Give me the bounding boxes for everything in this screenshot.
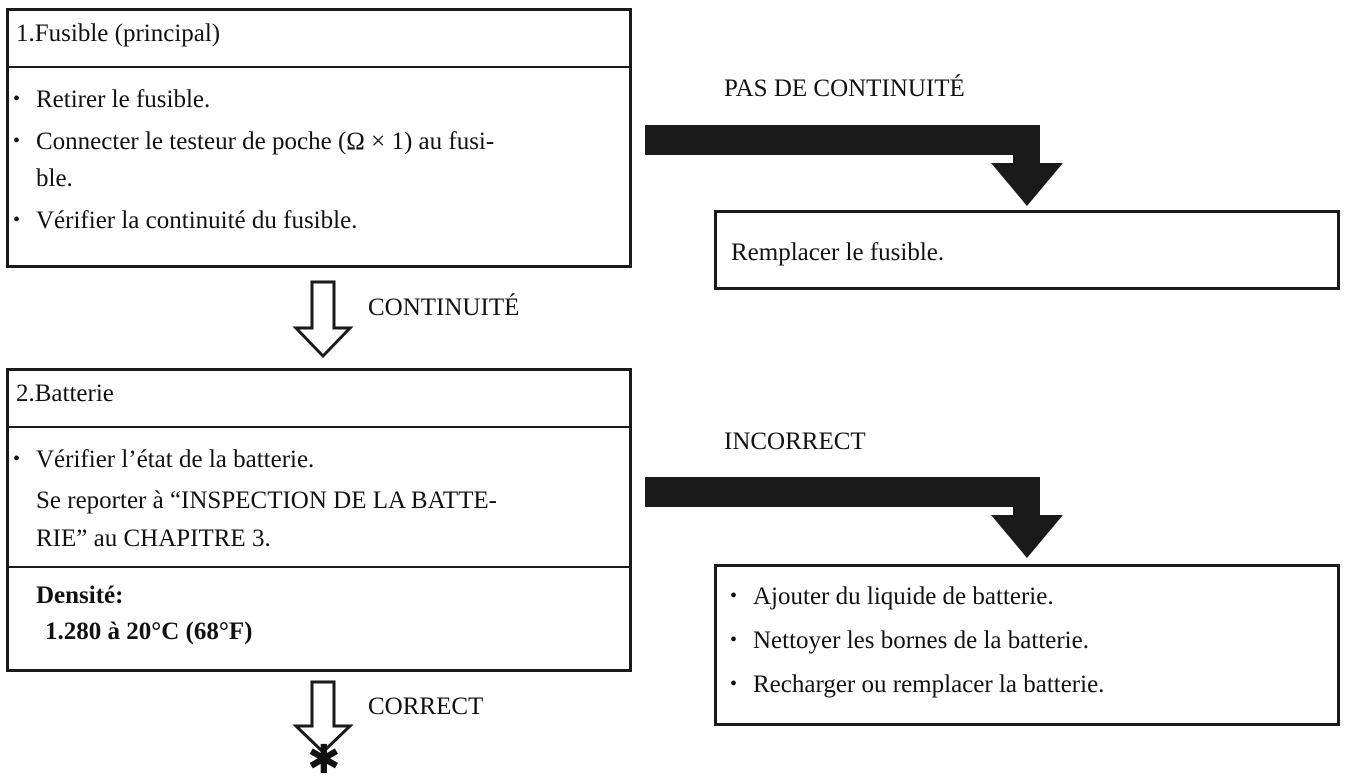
incorrect-arrow-shape: [645, 477, 1063, 558]
battery-action-item: Recharger ou remplacer la batterie.: [730, 671, 1104, 699]
step1-item: Connecter le testeur de poche (Ω × 1) au…: [13, 128, 494, 156]
step2-title: 2.Batterie: [16, 380, 114, 407]
no-continuity-label: PAS DE CONTINUITÉ: [724, 75, 965, 102]
density-label: Densité:: [36, 582, 124, 609]
step2-divider: [9, 426, 629, 428]
step2-box: 2.Batterie Vérifier l’état de la batteri…: [6, 368, 632, 672]
continuity-label: CONTINUITÉ: [368, 294, 520, 321]
step1-item: Vérifier la continuité du fusible.: [13, 207, 357, 235]
replace-fuse-text: Remplacer le fusible.: [731, 239, 945, 266]
no-continuity-arrow: [645, 125, 1063, 206]
step2-item-continued: RIE” au CHAPITRE 3.: [36, 525, 271, 552]
no-continuity-arrow-shape: [645, 125, 1063, 206]
step2-item: Vérifier l’état de la batterie.: [13, 446, 314, 474]
step1-item: Retirer le fusible.: [13, 86, 210, 114]
battery-action-item: Ajouter du liquide de batterie.: [730, 583, 1054, 611]
density-value: 1.280 à 20°C (68°F): [45, 618, 253, 645]
incorrect-arrow: [645, 477, 1063, 558]
correct-arrow-shape: [292, 680, 354, 755]
correct-arrow: [292, 680, 354, 755]
correct-label: CORRECT: [368, 693, 484, 720]
continuity-arrow: [292, 280, 354, 359]
incorrect-label: INCORRECT: [724, 428, 866, 455]
replace-fuse-box: Remplacer le fusible.: [714, 210, 1340, 290]
step1-title: 1.Fusible (principal): [16, 20, 221, 47]
continue-asterisk-icon: ✱: [307, 737, 341, 783]
step1-divider: [9, 66, 629, 68]
battery-action-item: Nettoyer les bornes de la batterie.: [730, 627, 1089, 655]
battery-actions-box: Ajouter du liquide de batterie. Nettoyer…: [714, 564, 1340, 726]
step2-item-continued: Se reporter à “INSPECTION DE LA BATTE-: [36, 487, 498, 514]
continuity-arrow-shape: [292, 280, 354, 359]
step2-spec-divider: [9, 566, 629, 568]
step1-item-continued: ble.: [36, 165, 73, 192]
step1-box: 1.Fusible (principal) Retirer le fusible…: [6, 8, 632, 268]
